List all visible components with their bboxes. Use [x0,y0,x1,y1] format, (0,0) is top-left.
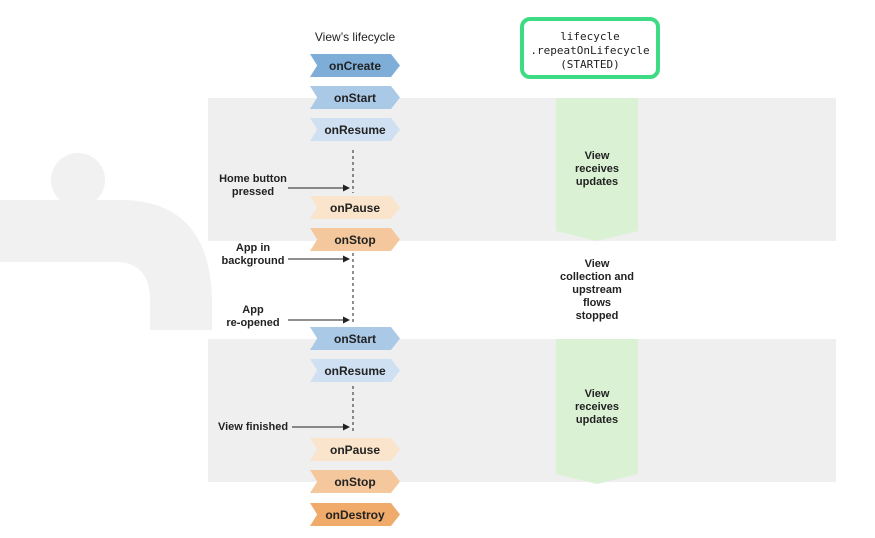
code-line-2: .repeatOnLifecycle [530,44,650,57]
chevron-on-start-2: onStart [310,327,400,350]
app-in-background-label: App in background [221,242,285,267]
collection-stopped-label: View collection and upstream flows stopp… [560,258,634,322]
chevron-on-pause: onPause [310,196,400,219]
home-button-pressed-label: Home button pressed [219,173,287,198]
chevron-on-destroy: onDestroy [310,503,400,526]
code-line-1: lifecycle [560,30,620,43]
updates-box-2 [556,339,638,484]
receives-updates-label-1: View receives updates [574,150,620,188]
chevron-on-pause-2: onPause [310,438,400,461]
chevron-on-resume-2: onResume [310,359,400,382]
lifecycle-title: View’s lifecycle [314,30,396,44]
chevron-on-stop: onStop [310,228,400,251]
updates-box-1 [556,98,638,241]
code-line-3: (STARTED) [560,58,620,71]
chevron-on-create: onCreate [310,54,400,77]
chevron-on-start: onStart [310,86,400,109]
view-finished-label: View finished [217,421,289,433]
repeat-on-lifecycle-code-box: lifecycle .repeatOnLifecycle (STARTED) [520,17,660,79]
chevron-on-resume: onResume [310,118,400,141]
receives-updates-label-2: View receives updates [574,388,620,426]
chevron-on-stop-2: onStop [310,470,400,493]
app-reopened-label: App re-opened [226,304,280,329]
